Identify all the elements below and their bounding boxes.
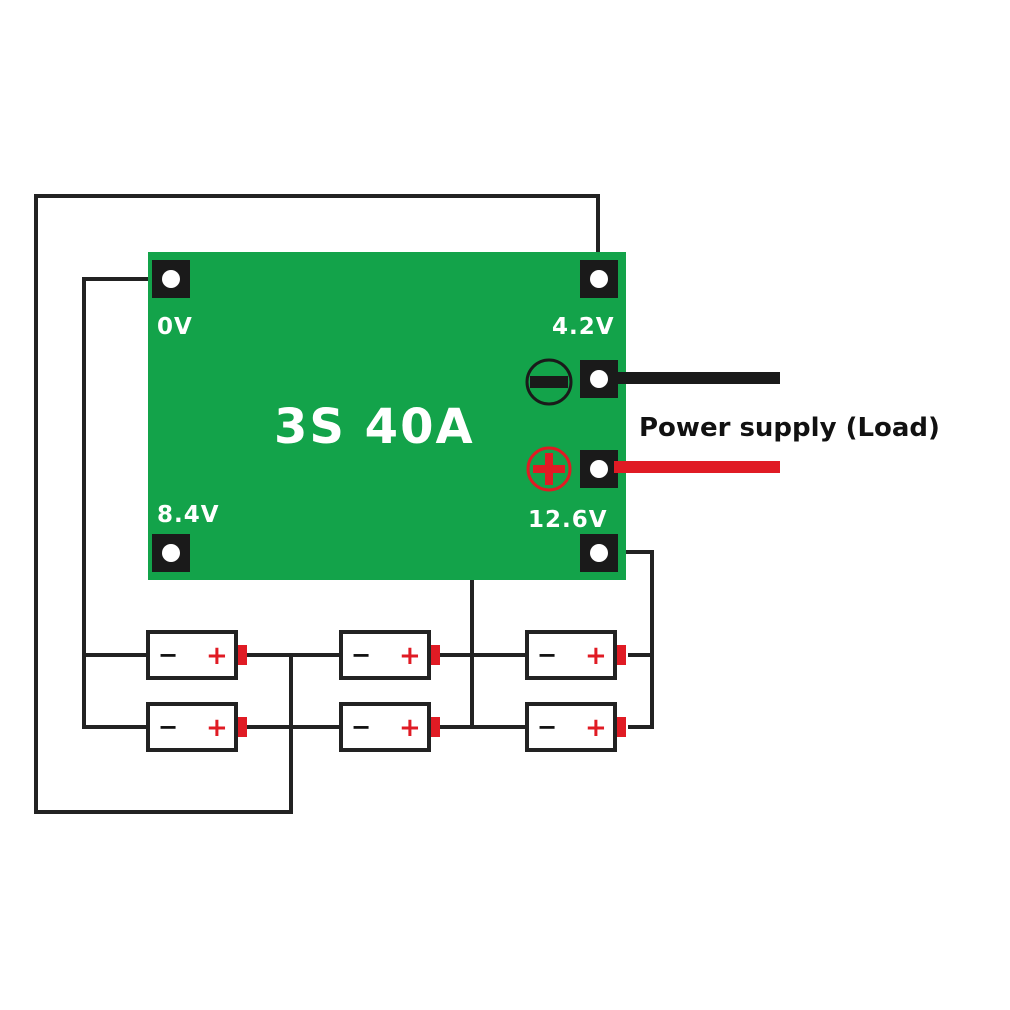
wire-4v2-loop [34, 194, 600, 814]
battery-positive-cap [238, 717, 247, 737]
label-0v: 0V [157, 314, 193, 340]
battery-plus-sign: + [206, 641, 228, 671]
battery-positive-cap [431, 645, 440, 665]
battery-cell-body [525, 702, 617, 752]
battery-cell-body [339, 630, 431, 680]
battery-minus-sign: − [158, 713, 178, 741]
battery-cell-body [146, 630, 238, 680]
battery-cell-body [146, 702, 238, 752]
battery-plus-sign: + [399, 641, 421, 671]
terminal-8v4 [152, 534, 190, 572]
board-pcb [148, 252, 626, 580]
terminal-load-positive [580, 450, 618, 488]
terminal-4v2 [580, 260, 618, 298]
battery-plus-sign: + [585, 641, 607, 671]
load-negative-wire [614, 372, 780, 384]
battery-cell: −+ [146, 630, 247, 680]
label-4v2: 4.2V [552, 314, 615, 340]
bms-board: 0V 4.2V 8.4V 12.6V 3S 40A [148, 252, 626, 580]
plus-sign-icon [526, 446, 572, 492]
battery-plus-sign: + [399, 713, 421, 743]
battery-cell-body [339, 702, 431, 752]
battery-plus-sign: + [585, 713, 607, 743]
battery-cell: −+ [339, 702, 440, 752]
terminal-load-negative [580, 360, 618, 398]
battery-cell: −+ [525, 630, 626, 680]
board-title: 3S 40A [274, 399, 475, 455]
wire-0v [82, 277, 170, 729]
battery-minus-sign: − [351, 641, 371, 669]
terminal-12v6 [580, 534, 618, 572]
battery-plus-sign: + [206, 713, 228, 743]
minus-sign-icon [525, 358, 573, 406]
load-wires [614, 372, 780, 473]
terminal-0v [152, 260, 190, 298]
battery-cells: −+−+−+−+−+−+ [146, 630, 626, 752]
battery-minus-sign: − [351, 713, 371, 741]
battery-cell: −+ [339, 630, 440, 680]
battery-positive-cap [617, 717, 626, 737]
label-8v4: 8.4V [157, 502, 220, 528]
battery-positive-cap [617, 645, 626, 665]
battery-cell-body [525, 630, 617, 680]
wire-12v6 [610, 550, 654, 729]
label-12v6: 12.6V [528, 507, 608, 533]
battery-minus-sign: − [158, 641, 178, 669]
load-positive-wire [614, 461, 780, 473]
battery-cell: −+ [146, 702, 247, 752]
battery-minus-sign: − [537, 713, 557, 741]
battery-minus-sign: − [537, 641, 557, 669]
battery-positive-cap [238, 645, 247, 665]
battery-positive-cap [431, 717, 440, 737]
battery-cell: −+ [525, 702, 626, 752]
load-label: Power supply (Load) [639, 413, 940, 443]
